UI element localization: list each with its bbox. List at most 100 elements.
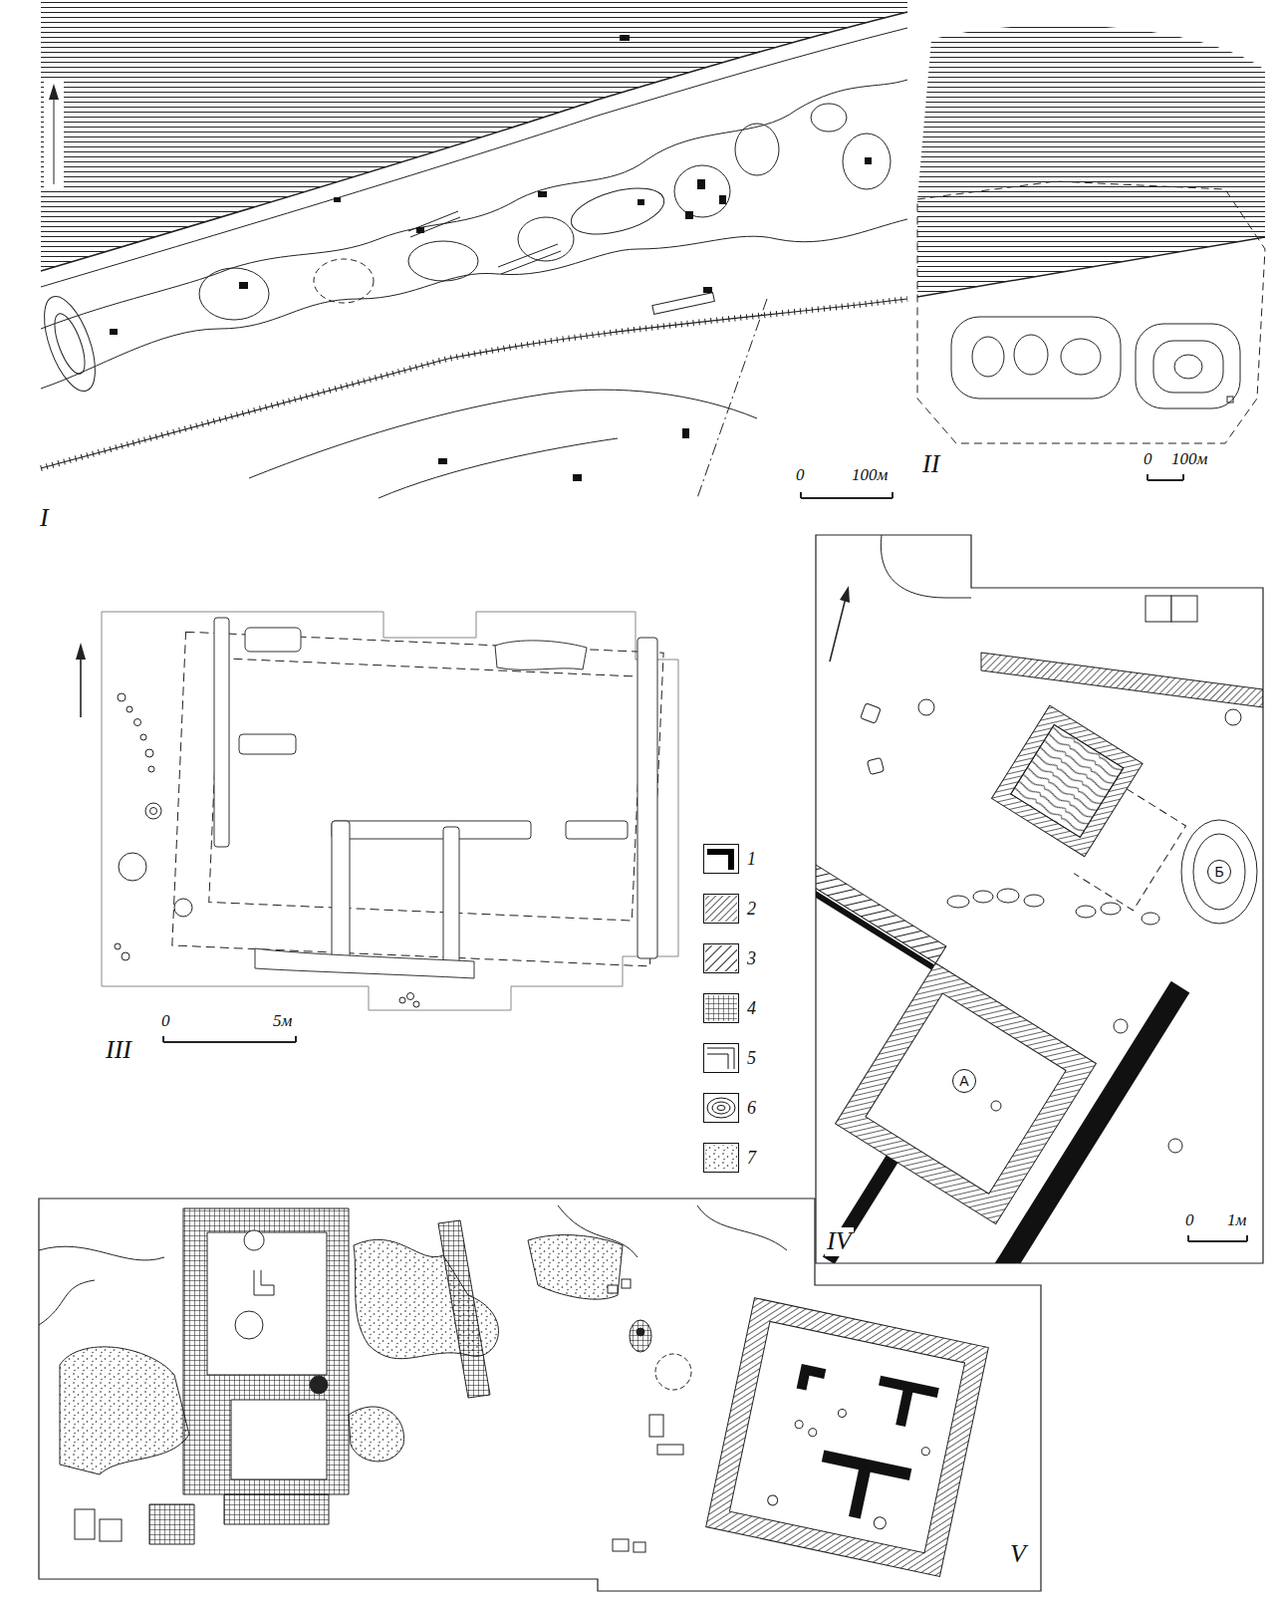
scale-label: 1м: [1225, 1211, 1249, 1231]
post-holes: [145, 802, 162, 819]
panel-numeral: V: [1008, 1539, 1028, 1569]
stone-block: [1145, 595, 1172, 622]
excavation-mark: [682, 428, 690, 439]
excavation-outline: [815, 534, 1264, 1264]
swatch-sample: [705, 945, 738, 972]
stones: [793, 1419, 803, 1429]
stones: [991, 1100, 1002, 1111]
legend-number: 5: [747, 1048, 757, 1067]
scale-label: 100м: [1169, 450, 1210, 470]
coast-site-map: [33, 0, 908, 499]
swatch-sample: [705, 995, 738, 1021]
wall-remains: [255, 948, 475, 979]
excavation-mark: [416, 227, 425, 234]
legend-row: 5: [703, 1042, 757, 1073]
swatch-frame: [704, 844, 740, 874]
wall-remains: [214, 617, 230, 847]
contour-loop: [972, 336, 1005, 377]
wooden-floor: [1011, 724, 1124, 837]
legend-swatch: [703, 943, 740, 974]
trench-outline: [652, 292, 716, 315]
sea-hatch: [40, 0, 908, 271]
walls: [594, 615, 1275, 1348]
post-holes: [118, 852, 147, 881]
legend-swatch: [703, 843, 740, 874]
road-line: [40, 27, 908, 287]
brick-wall: [949, 981, 1190, 1348]
stone-wall: [991, 705, 1143, 857]
sea-hatch: [917, 24, 1266, 297]
swatch-frame: [704, 1043, 740, 1073]
escarpment-ticks: [40, 298, 908, 469]
stones: [973, 890, 994, 903]
post-holes: [413, 1001, 420, 1008]
brick-wall: [754, 853, 935, 970]
contour-loop: [33, 289, 106, 398]
north-arrow: [53, 97, 55, 185]
post-holes: [140, 734, 147, 741]
stones: [921, 1446, 931, 1456]
stipple-fill: [348, 1406, 405, 1462]
excavation-mark: [685, 211, 694, 220]
wall-remains: [331, 820, 350, 971]
swatch-sample: [705, 895, 738, 922]
brick-wall: [871, 1375, 940, 1432]
stipple-fill: [527, 1235, 623, 1300]
excavation-plan-v: [38, 1198, 1041, 1591]
site-overview-map: [917, 24, 1266, 481]
stones: [1141, 912, 1160, 925]
stones: [997, 888, 1020, 903]
stones: [633, 1541, 646, 1552]
scale-label: 0: [159, 1012, 173, 1031]
pit-contour: [1181, 819, 1258, 924]
legend-swatch: [703, 993, 740, 1023]
legend-number: 6: [747, 1098, 757, 1117]
post-holes: [114, 693, 420, 1008]
contour-line: [40, 79, 908, 329]
stones: [872, 1516, 887, 1530]
excavation-mark: [438, 458, 448, 465]
legend-number: 2: [747, 899, 757, 918]
excavation-mark: [572, 474, 582, 482]
swatch-sample: [707, 1097, 736, 1118]
panel-numeral: II: [920, 450, 942, 480]
reconstructed-walls: [209, 658, 643, 921]
crosshatch-wall: [183, 1208, 349, 1495]
pit-feature: [636, 1327, 645, 1336]
scale-bar: [1147, 474, 1184, 481]
legend-row: 2: [703, 893, 757, 924]
contour-loop: [1153, 340, 1224, 393]
stones: [1168, 1138, 1183, 1153]
stones: [860, 703, 882, 725]
building-plan-iii: [72, 611, 679, 1042]
excavation-mark: [619, 34, 630, 41]
pit-feature: [244, 1230, 274, 1295]
post-holes: [174, 898, 193, 917]
post-holes: [117, 693, 126, 702]
post-holes: [148, 765, 155, 772]
stones: [607, 1284, 618, 1293]
scale-label: 0: [793, 466, 807, 486]
wall-remains: [565, 820, 628, 839]
contour-line: [378, 438, 618, 499]
contour-line: [40, 219, 908, 389]
contour-loop: [674, 165, 731, 218]
escarpment-line: [40, 298, 908, 469]
contour-loop: [199, 267, 269, 320]
wall-remains: [214, 617, 658, 979]
excavation-mark: [697, 179, 706, 190]
scale-bar: [800, 492, 893, 499]
swatch-frame: [704, 944, 740, 974]
walls: [594, 595, 1275, 1348]
reconstructed-walls: [172, 631, 664, 967]
legend-number: 4: [747, 999, 757, 1018]
trench-outline: [408, 211, 461, 238]
swatch-sample: [717, 1105, 726, 1111]
crosshatch-wall: [224, 1494, 329, 1525]
contour-loop: [735, 123, 779, 176]
contour-loop: [1135, 323, 1241, 409]
excavation-plan-iv: [594, 534, 1275, 1348]
post-holes: [150, 807, 158, 815]
feature-marker: Б: [1207, 859, 1232, 884]
